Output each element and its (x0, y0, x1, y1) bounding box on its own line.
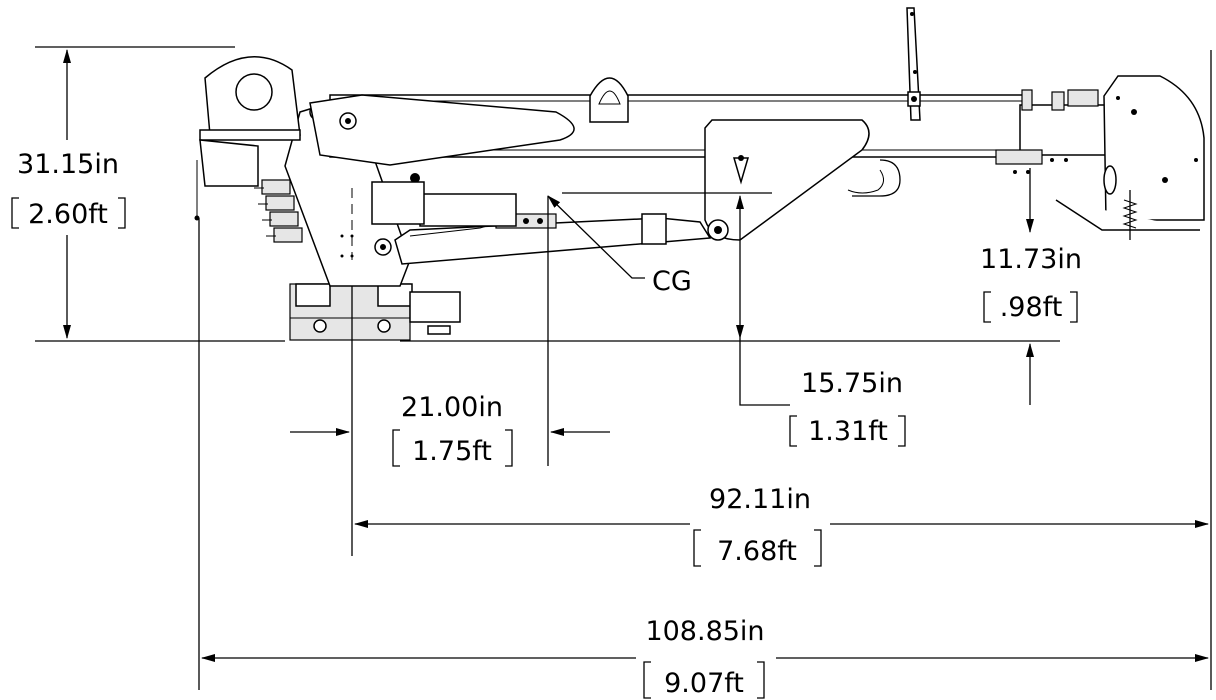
boom-gusset-plate (704, 119, 884, 241)
cg-offset-alt: 1.75ft (412, 436, 492, 467)
dim-overall: 108.85in 9.07ft (201, 616, 1209, 699)
height-alt: 2.60ft (28, 199, 108, 230)
lift-cylinder (394, 213, 712, 265)
cg-callout: CG (547, 195, 692, 297)
cg-height-value: 15.75in (801, 368, 903, 399)
cg-label: CG (652, 266, 692, 297)
boom-hook (852, 159, 901, 197)
boom-angle-pole (906, 7, 921, 121)
boom-head (1055, 75, 1205, 240)
tip-drop-alt: .98ft (1000, 292, 1063, 323)
tip-drop-value: 11.73in (980, 244, 1082, 275)
hydraulic-tank (371, 181, 517, 227)
cg-offset-value: 21.00in (401, 392, 503, 423)
mast-sheave (194, 56, 301, 221)
reach-alt: 7.68ft (717, 536, 797, 567)
dim-cg-height: 15.75in 1.31ft (736, 195, 906, 447)
boom-left-plate (309, 94, 575, 183)
cg-height-alt: 1.31ft (808, 416, 888, 447)
reference-lines (35, 46, 1212, 690)
crane-base (289, 283, 461, 341)
dim-tip-drop: 11.73in .98ft (980, 168, 1082, 405)
lifting-eye (589, 77, 629, 123)
overall-value: 108.85in (645, 616, 764, 647)
reach-value: 92.11in (709, 484, 811, 515)
dim-height: 31.15in 2.60ft (11, 49, 126, 339)
dim-reach: 92.11in 7.68ft (354, 484, 1209, 567)
valve-bank (254, 179, 303, 243)
overall-alt: 9.07ft (664, 668, 744, 699)
dim-cg-offset: 21.00in 1.75ft (290, 392, 610, 467)
crane-side-view (194, 7, 1205, 341)
height-value: 31.15in (17, 149, 119, 180)
